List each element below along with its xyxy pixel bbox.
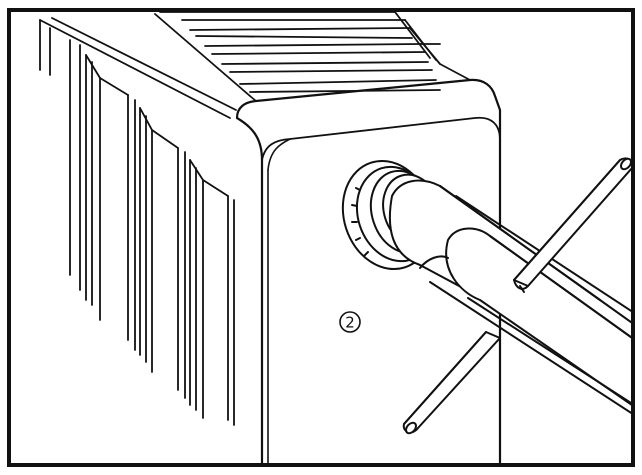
valve-spindle (388, 179, 631, 415)
callout-2-label: 2 (345, 314, 355, 332)
radiator-fins (39, 17, 237, 426)
figure-frame (7, 8, 635, 467)
radiator-side-cap (235, 63, 502, 463)
radiator-top-grille (154, 12, 441, 97)
t-handle-bar (402, 157, 631, 435)
callout-2: 2 (339, 311, 361, 333)
